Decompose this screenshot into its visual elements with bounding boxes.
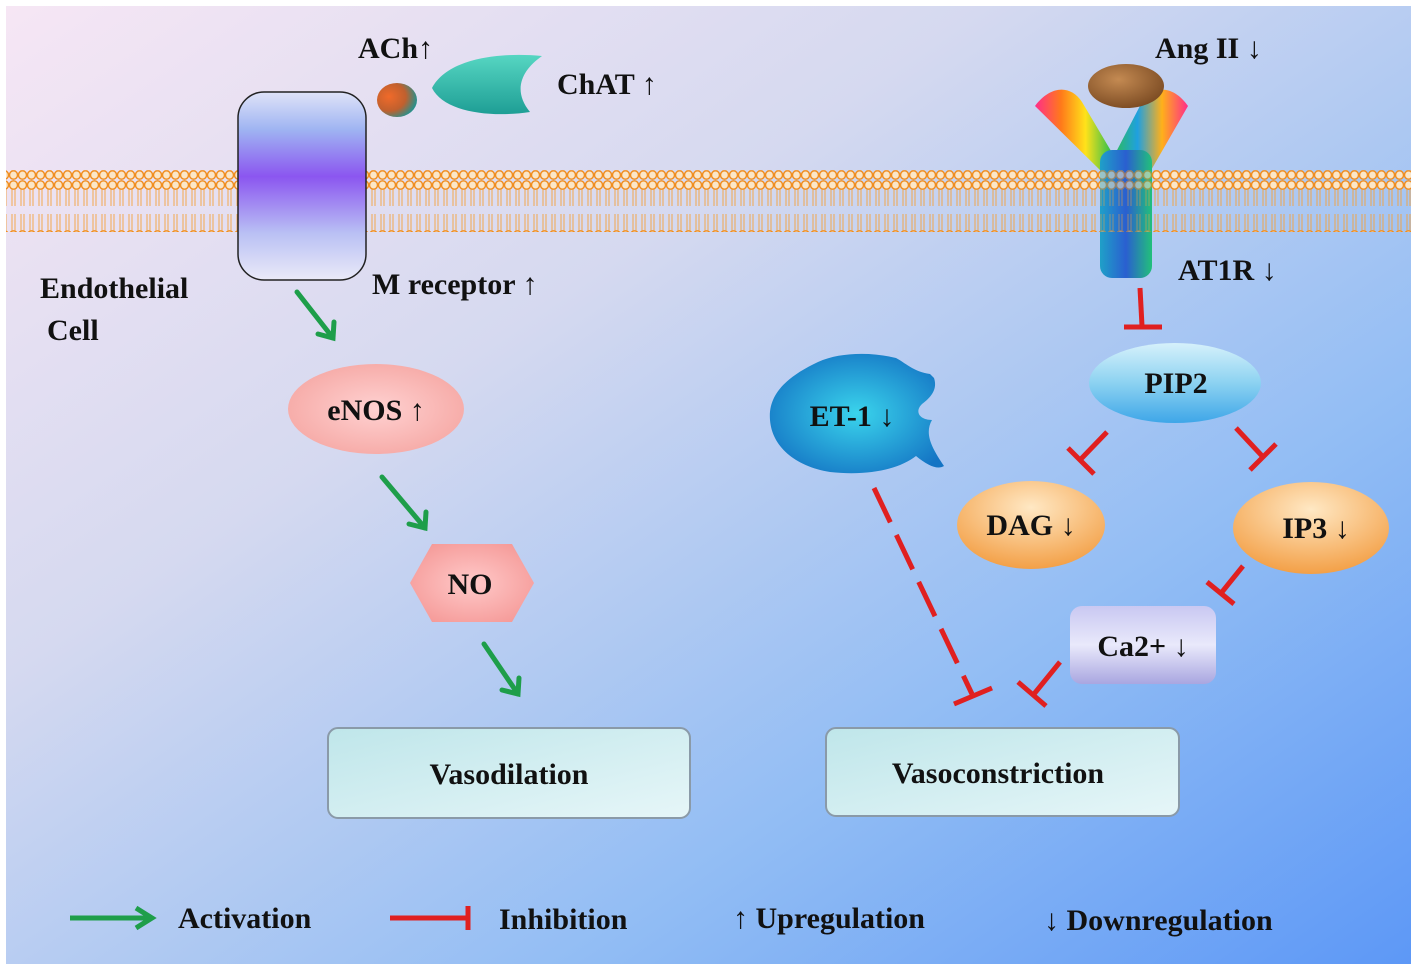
dag-node bbox=[957, 481, 1105, 569]
ach-molecule bbox=[377, 83, 417, 117]
inhib-ip3-ca2-bar bbox=[1205, 580, 1236, 606]
chat-label: ChAT ↑ bbox=[557, 68, 657, 101]
activation-arrows bbox=[294, 289, 522, 698]
enos-label: eNOS ↑ bbox=[327, 394, 425, 427]
enos-node bbox=[288, 364, 464, 454]
no-label: NO bbox=[448, 568, 493, 601]
inhib-pip2-ip3-bar bbox=[1248, 442, 1278, 472]
background bbox=[6, 6, 1411, 964]
et1-node bbox=[769, 353, 944, 474]
cell-label: Cell bbox=[47, 314, 99, 347]
no-node bbox=[410, 544, 534, 622]
cell-membrane bbox=[6, 170, 1411, 232]
arrowhead-no-vasodilation bbox=[499, 675, 522, 698]
ach-label: ACh↑ bbox=[358, 32, 433, 65]
arrow-no-vasodilation bbox=[481, 641, 521, 697]
legend bbox=[70, 905, 471, 931]
legend-activation-label: Activation bbox=[178, 902, 312, 935]
vasoconstriction-box bbox=[825, 727, 1180, 817]
inhib-et1-vasoconstriction-bar bbox=[953, 685, 993, 707]
endothelial-label: Endothelial bbox=[40, 272, 188, 305]
arrow-enos-no bbox=[379, 474, 428, 531]
vasodilation-box bbox=[327, 727, 691, 819]
arrowhead-enos-no bbox=[406, 509, 429, 532]
inhib-ip3-ca2 bbox=[1220, 564, 1245, 594]
at1r-label: AT1R ↓ bbox=[1178, 254, 1277, 287]
legend-upregulation-label: ↑ Upregulation bbox=[733, 902, 925, 935]
inhib-pip2-ip3 bbox=[1234, 426, 1266, 460]
legend-activation-arrowhead bbox=[134, 905, 157, 931]
inhib-at1r-pip2 bbox=[1137, 287, 1145, 327]
arrowhead-mrec-enos bbox=[315, 319, 337, 342]
inhibition-lines bbox=[871, 287, 1278, 708]
dag-label: DAG ↓ bbox=[986, 509, 1075, 542]
inhib-ca2-vasoconstriction bbox=[1032, 660, 1062, 696]
legend-downregulation-label: ↓ Downregulation bbox=[1044, 904, 1273, 937]
m-receptor-shape bbox=[237, 91, 367, 281]
ang2-molecule bbox=[1088, 64, 1164, 108]
legend-inhibition-label: Inhibition bbox=[499, 903, 628, 936]
arrow-mrec-enos bbox=[294, 289, 336, 341]
ca2-node bbox=[1070, 606, 1216, 684]
vasoconstriction-label: Vasoconstriction bbox=[892, 757, 1105, 790]
chat-enzyme bbox=[432, 54, 542, 115]
et1-label: ET-1 ↓ bbox=[810, 400, 895, 433]
inhib-pip2-dag bbox=[1078, 430, 1109, 462]
ang2-label: Ang II ↓ bbox=[1155, 32, 1262, 65]
ca2-label: Ca2+ ↓ bbox=[1097, 630, 1188, 663]
at1r-membrane-overlay bbox=[1100, 170, 1152, 232]
pip2-node bbox=[1089, 343, 1261, 423]
ip3-node bbox=[1233, 482, 1389, 574]
inhib-pip2-dag-bar bbox=[1066, 446, 1096, 476]
m-receptor-label: M receptor ↑ bbox=[372, 268, 537, 301]
inhib-et1-vasoconstriction bbox=[871, 486, 975, 696]
pip2-label: PIP2 bbox=[1144, 367, 1207, 400]
ip3-label: IP3 ↓ bbox=[1282, 512, 1350, 545]
inhib-ca2-vasoconstriction-bar bbox=[1016, 680, 1048, 708]
vasodilation-label: Vasodilation bbox=[430, 758, 589, 791]
